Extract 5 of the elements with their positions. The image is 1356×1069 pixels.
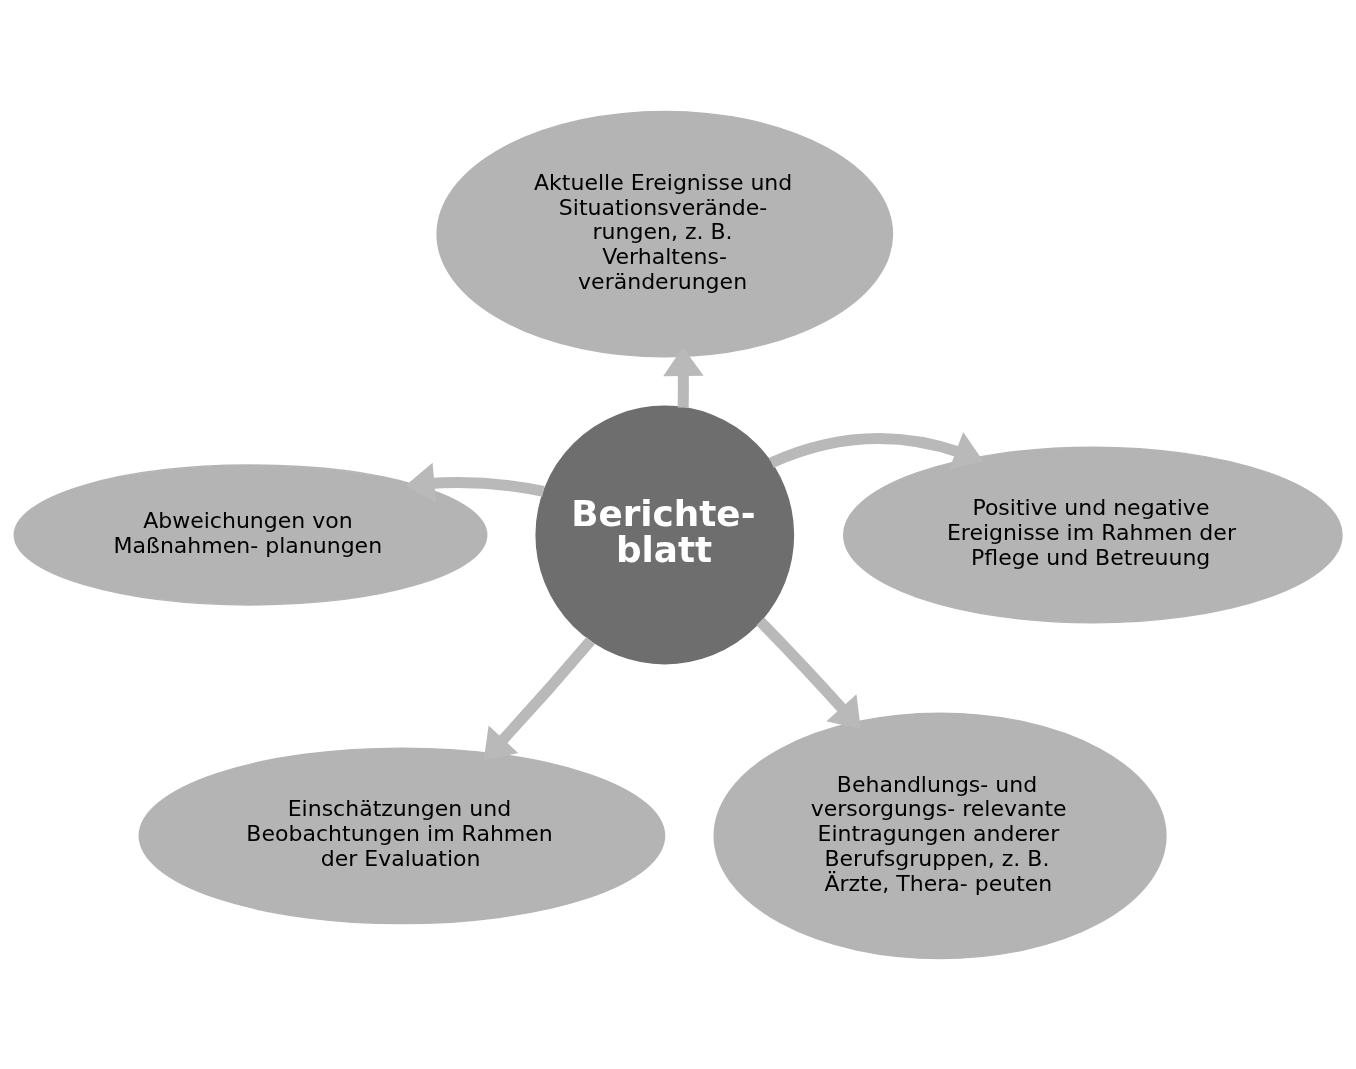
node-ellipse: Behandlungs- und versorgungs- relevante Eintragungen anderer Berufsgruppen, z. B. Ärzte, Thera- peuten — [713, 711, 1167, 959]
node-ellipse: Einschätzungen und Beobachtungen im Rahmen der Evaluation — [138, 746, 666, 924]
node-ellipse: Aktuelle Ereignisse und Situationsverände- rungen, z. B. Verhaltens- veränderungen — [436, 110, 894, 358]
node-circle: Berichte- blatt — [535, 405, 795, 664]
node-ellipse: Positive und negative Ereignisse im Rahmen der Pflege und Betreuung — [842, 446, 1343, 623]
